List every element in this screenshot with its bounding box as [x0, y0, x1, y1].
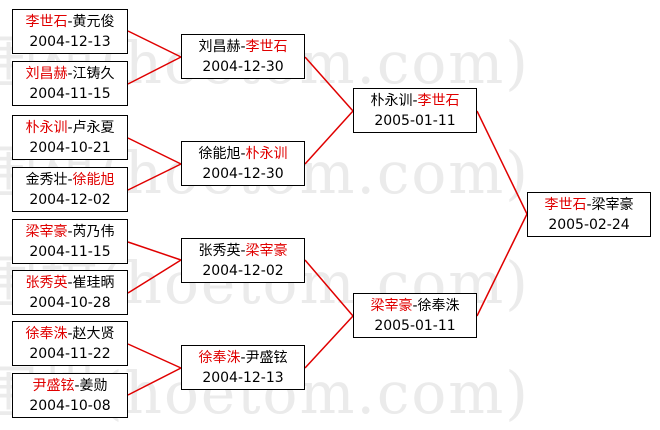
player-name: 赵大贤 — [72, 326, 115, 342]
match-box-r1-8: 尹盛铉-姜勋 2004-10-08 — [12, 373, 128, 418]
match-date: 2005-01-11 — [374, 318, 456, 334]
match-date: 2004-12-02 — [29, 192, 111, 208]
player-name: 尹盛铉 — [245, 350, 288, 366]
player-name: 刘昌赫 — [198, 39, 241, 55]
player-name: 芮乃伟 — [72, 224, 115, 240]
player-name: 李世石 — [25, 14, 68, 30]
match-box-r1-5: 梁宰豪-芮乃伟 2004-11-15 — [12, 219, 128, 264]
player-name: 张秀英 — [25, 275, 68, 291]
player-name: 徐奉洙 — [417, 298, 460, 314]
player-name: 朴永训 — [25, 120, 68, 136]
player-name: 徐能旭 — [72, 172, 115, 188]
match-date: 2004-12-30 — [202, 166, 284, 182]
player-name: 梁宰豪 — [370, 298, 413, 314]
match-date: 2004-11-15 — [29, 86, 111, 102]
match-date: 2004-11-22 — [29, 346, 111, 362]
match-date: 2004-12-13 — [29, 34, 111, 50]
match-box-r2-1: 刘昌赫-李世石 2004-12-30 — [181, 34, 305, 79]
connector-line — [476, 110, 528, 215]
player-name: 张秀英 — [198, 243, 241, 259]
match-box-r1-1: 李世石-黄元俊 2004-12-13 — [12, 9, 128, 54]
match-box-r1-2: 刘昌赫-江铸久 2004-11-15 — [12, 61, 128, 106]
player-name: 李世石 — [245, 39, 288, 55]
match-date: 2004-12-13 — [202, 370, 284, 386]
match-box-r1-4: 金秀壮-徐能旭 2004-12-02 — [12, 167, 128, 212]
player-name: 徐奉洙 — [198, 350, 241, 366]
match-box-r3-1: 朴永训-李世石 2005-01-11 — [353, 88, 477, 133]
player-name: 崔珪昞 — [72, 275, 115, 291]
match-box-r3-2: 梁宰豪-徐奉洙 2005-01-11 — [353, 293, 477, 338]
match-box-r2-4: 徐奉洙-尹盛铉 2004-12-13 — [181, 345, 305, 390]
match-box-final: 李世石-梁宰豪 2005-02-24 — [527, 192, 651, 237]
match-box-r1-3: 朴永训-卢永夏 2004-10-21 — [12, 115, 128, 160]
player-name: 黄元俊 — [72, 14, 115, 30]
player-name: 李世石 — [417, 93, 460, 109]
match-box-r2-2: 徐能旭-朴永训 2004-12-30 — [181, 141, 305, 186]
match-box-r2-3: 张秀英-梁宰豪 2004-12-02 — [181, 238, 305, 283]
match-date: 2005-01-11 — [374, 113, 456, 129]
connector-line — [127, 137, 182, 165]
connector-line — [304, 259, 354, 317]
connector-line — [304, 315, 354, 369]
player-name: 金秀壮 — [25, 172, 68, 188]
player-name: 梁宰豪 — [591, 197, 634, 213]
player-name: 卢永夏 — [72, 120, 115, 136]
connector-line — [127, 163, 182, 191]
player-name: 刘昌赫 — [25, 66, 68, 82]
player-name: 江铸久 — [72, 66, 115, 82]
match-date: 2004-10-08 — [29, 398, 111, 414]
match-date: 2004-12-02 — [202, 263, 284, 279]
match-date: 2005-02-24 — [548, 217, 630, 233]
connector-line — [127, 241, 182, 261]
player-name: 姜勋 — [79, 378, 108, 394]
connector-line — [127, 259, 182, 294]
match-box-r1-6: 张秀英-崔珪昞 2004-10-28 — [12, 270, 128, 315]
connector-line — [304, 110, 354, 165]
player-name: 梁宰豪 — [245, 243, 288, 259]
connector-line — [127, 343, 182, 369]
connector-line — [127, 56, 182, 85]
player-name: 徐能旭 — [198, 146, 241, 162]
connector-line — [476, 213, 528, 317]
player-name: 尹盛铉 — [32, 378, 75, 394]
connector-line — [127, 367, 182, 396]
player-name: 李世石 — [544, 197, 587, 213]
player-name: 梁宰豪 — [25, 224, 68, 240]
player-name: 徐奉洙 — [25, 326, 68, 342]
match-date: 2004-12-30 — [202, 59, 284, 75]
player-name: 朴永训 — [370, 93, 413, 109]
connector-line — [304, 56, 354, 112]
match-date: 2004-10-21 — [29, 140, 111, 156]
connector-line — [127, 30, 182, 58]
match-box-r1-7: 徐奉洙-赵大贤 2004-11-22 — [12, 321, 128, 366]
match-date: 2004-10-28 — [29, 295, 111, 311]
player-name: 朴永训 — [245, 146, 288, 162]
match-date: 2004-11-15 — [29, 244, 111, 260]
